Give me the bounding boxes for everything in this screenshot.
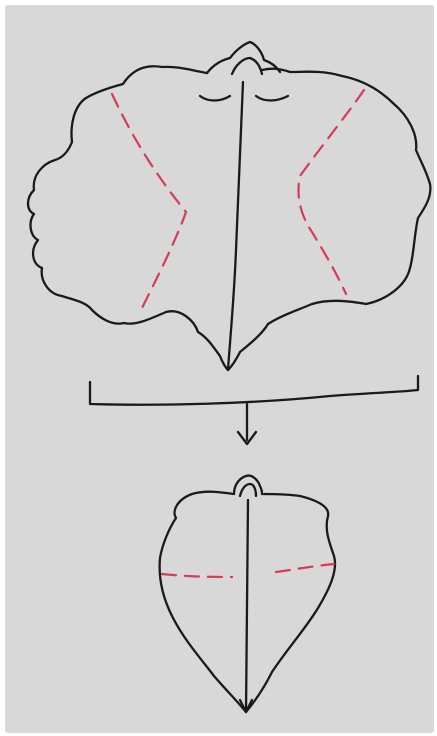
large-leaf-midrib bbox=[228, 82, 243, 370]
large-leaf-stem-loop bbox=[232, 58, 262, 74]
folded-leaf-midrib bbox=[246, 500, 248, 712]
folded-leaf-fold-line-left bbox=[162, 574, 232, 577]
bracket-line bbox=[90, 376, 418, 405]
folded-leaf-fold-line-right bbox=[276, 564, 334, 572]
large-leaf-fold-line-right bbox=[299, 90, 365, 294]
folded-leaf-stem-loop bbox=[240, 484, 256, 496]
large-leaf-fold-line-left bbox=[112, 94, 186, 312]
large-leaf bbox=[28, 42, 430, 370]
large-leaf-arc-left bbox=[200, 96, 230, 101]
folded-leaf bbox=[160, 476, 335, 712]
bracket-connector bbox=[90, 376, 418, 444]
large-leaf-arc-right bbox=[256, 96, 288, 101]
large-leaf-outline bbox=[28, 66, 430, 370]
